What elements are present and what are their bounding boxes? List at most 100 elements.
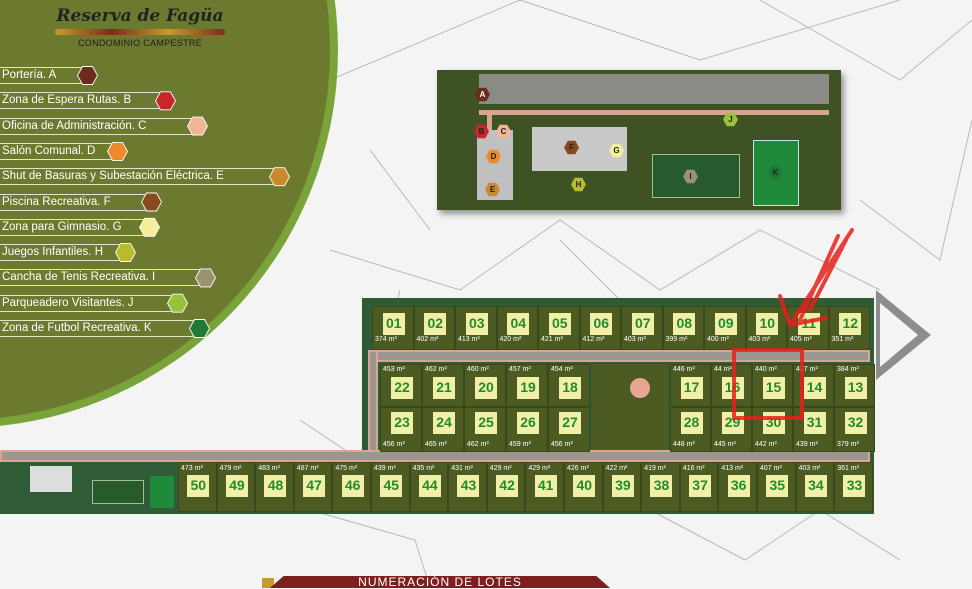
park-fountain (630, 378, 650, 398)
lot-number: 26 (517, 412, 539, 434)
lot-number: 24 (433, 412, 455, 434)
legend-label: Piscina Recreativa. F (2, 195, 111, 208)
marker-b: B (474, 124, 489, 139)
lot-area: 483 m² (258, 465, 280, 472)
lot-area: 446 m² (673, 366, 695, 373)
lot-area: 416 m² (682, 465, 705, 472)
lot-number: 45 (380, 475, 403, 497)
legend-label: Juegos Infantiles. H (2, 246, 104, 259)
lot-area: 402 m² (416, 336, 439, 343)
marker-f: F (564, 140, 579, 155)
hexagon-icon (269, 167, 290, 187)
brand-subtitle: CONDOMINIO CAMPESTRE (77, 38, 202, 48)
lot-number: 32 (844, 412, 867, 434)
lot-number: 42 (496, 475, 519, 497)
lot-area: 487 m² (296, 465, 319, 472)
banner-accent (262, 578, 274, 588)
lot-area: 448 m² (673, 441, 695, 448)
lot-area: 479 m² (219, 465, 242, 472)
lot-28[interactable]: 28 448 m² (670, 407, 711, 452)
brand-logo: Reserva de Fagüa CONDOMINIO CAMPESTRE (40, 6, 240, 48)
brand-name: Reserva de Fagüa (56, 6, 224, 26)
lot-number: 28 (680, 412, 703, 434)
lot-number: 39 (611, 475, 634, 497)
lot-number: 13 (844, 377, 867, 399)
lot-area: 456 m² (551, 441, 573, 448)
lot-number: 12 (839, 313, 862, 335)
legend-panel-fill (0, 0, 330, 418)
football-field (150, 476, 174, 508)
hexagon-icon (115, 243, 136, 263)
lot-number: 09 (714, 313, 737, 335)
lot-area: 454 m² (551, 366, 573, 373)
legend-label: Parqueadero Visitantes. J (2, 296, 134, 309)
legend-item: Salón Comunal. D (0, 141, 128, 161)
lot-number: 08 (673, 313, 696, 335)
lot-number: 06 (590, 313, 613, 335)
hexagon-icon (195, 268, 216, 288)
parking-road (479, 74, 829, 104)
lot-area: 456 m² (383, 441, 405, 448)
lot-area: 460 m² (467, 366, 489, 373)
lot-number: 02 (424, 313, 447, 335)
lot-area: 405 m² (790, 336, 812, 343)
marker-j: J (723, 112, 738, 127)
lot-area: 462 m² (425, 366, 447, 373)
marker-k: K (768, 165, 783, 180)
hexagon-icon (107, 141, 128, 161)
brand-swoosh (55, 29, 225, 35)
next-arrow-inner (880, 303, 918, 367)
hexagon-icon (155, 91, 176, 111)
lot-area: 44 m² (714, 366, 732, 373)
legend-item: Zona de Espera Rutas. B (0, 91, 176, 111)
